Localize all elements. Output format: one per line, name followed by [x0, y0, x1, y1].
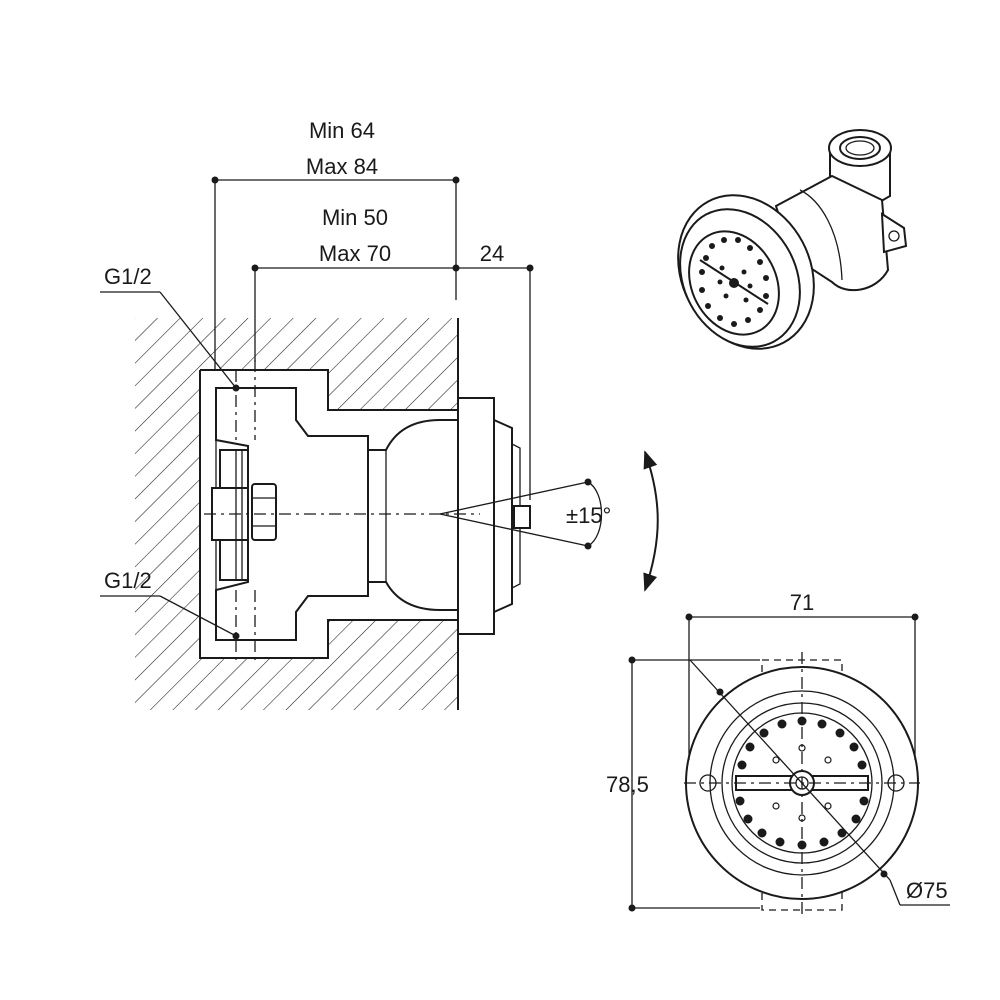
- dimension-projection: 24: [456, 241, 534, 500]
- dim-body-min: Min 50: [322, 205, 388, 230]
- dimension-height: 78,5: [606, 656, 760, 912]
- dim-body-max: Max 70: [319, 241, 391, 266]
- dim-height-label: 78,5: [606, 772, 649, 797]
- dimension-width: 71: [685, 590, 919, 760]
- thread-leader-bottom: G1/2: [100, 568, 240, 640]
- wall-cavity-outline: [199, 369, 458, 659]
- angle-line-lower: [439, 513, 589, 547]
- front-view: Ø75 71 78,5: [606, 590, 950, 918]
- isometric-view: [677, 129, 908, 350]
- dimension-body: Min 50 Max 70: [251, 205, 460, 362]
- thread-bottom-label: G1/2: [104, 568, 152, 593]
- side-view: ±15° Min 64 Max 84 Min 50 Max 70: [100, 118, 659, 710]
- diameter-leader: [689, 659, 891, 881]
- valve-body: [211, 387, 531, 641]
- dim-overall-min: Min 64: [309, 118, 375, 143]
- diameter-label: Ø75: [906, 878, 948, 903]
- rotation-arrow: [643, 450, 659, 592]
- thread-top-label: G1/2: [104, 264, 152, 289]
- swivel-angle-label: ±15°: [566, 503, 611, 528]
- dim-width-label: 71: [790, 590, 814, 615]
- angle-line-upper: [439, 481, 589, 515]
- angle-arc: [587, 481, 603, 547]
- thread-leader-top: G1/2: [100, 264, 240, 392]
- dim-projection-label: 24: [480, 241, 504, 266]
- dim-overall-max: Max 84: [306, 154, 378, 179]
- dimension-overall: Min 64 Max 84: [211, 118, 460, 370]
